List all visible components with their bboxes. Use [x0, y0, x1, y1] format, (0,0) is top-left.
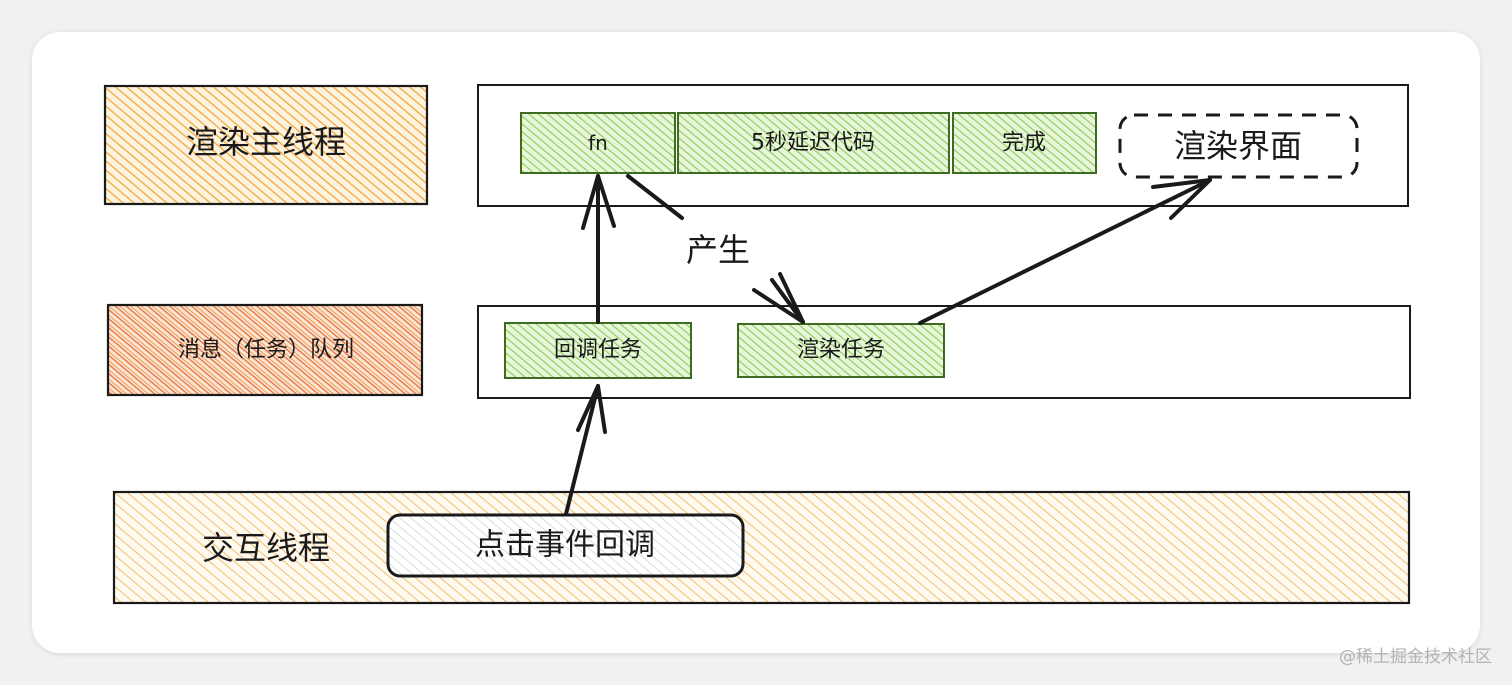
done-block: 完成	[952, 112, 1097, 174]
delay-code-block: 5秒延迟代码	[677, 112, 950, 174]
done-label: 完成	[1002, 131, 1046, 156]
arrow-click-to-callback-task	[564, 384, 607, 516]
arrow-callback-task-to-fn	[581, 174, 616, 324]
queue-label-box: 消息（任务）队列	[106, 303, 424, 397]
click-callback-block: 点击事件回调	[386, 513, 745, 578]
render-ui-block: 渲染界面	[1118, 113, 1359, 179]
main-thread-row: fn 5秒延迟代码 完成 渲染界面	[477, 84, 1409, 207]
interaction-thread-label: 交互线程	[202, 529, 330, 567]
arrow-render-task-to-render-ui	[918, 178, 1212, 325]
watermark: @稀土掘金技术社区	[1339, 647, 1492, 667]
queue-label: 消息（任务）队列	[178, 338, 354, 363]
callback-task-label: 回调任务	[554, 338, 642, 363]
main-thread-label-box: 渲染主线程	[103, 84, 429, 206]
render-task-block: 渲染任务	[737, 323, 945, 378]
callback-task-block: 回调任务	[504, 322, 692, 379]
fn-block: fn	[520, 112, 676, 174]
queue-row: 回调任务 渲染任务	[477, 305, 1411, 399]
arrow-fn-produces-render-task	[626, 174, 805, 324]
interaction-thread-row: 交互线程 点击事件回调	[112, 490, 1411, 605]
render-task-label: 渲染任务	[797, 338, 885, 363]
render-ui-label: 渲染界面	[1174, 127, 1302, 165]
click-callback-label: 点击事件回调	[475, 528, 655, 563]
fn-label: fn	[588, 131, 608, 155]
delay-code-label: 5秒延迟代码	[751, 131, 875, 156]
produce-annotation: 产生	[686, 231, 750, 269]
main-thread-label: 渲染主线程	[186, 123, 346, 161]
